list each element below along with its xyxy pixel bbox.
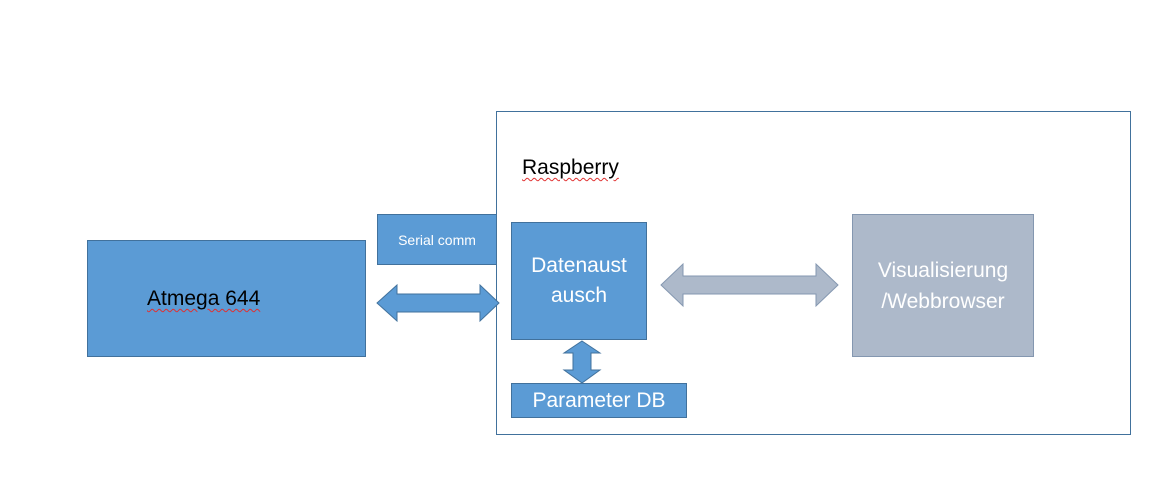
visualisierung-label-line1: Visualisierung: [877, 258, 1009, 282]
datenaustausch-label-line2: ausch: [550, 284, 608, 307]
raspberry-label: Raspberry: [522, 155, 619, 181]
atmega-box: [87, 240, 366, 357]
datenaustausch-label-line1: Datenaust: [531, 254, 627, 277]
serial-comm-label: Serial comm: [398, 231, 476, 248]
visualisierung-label-line2: /Webbrowser: [881, 289, 1005, 313]
datenaustausch-parameter-arrow: [562, 340, 602, 384]
datenaustausch-visualisierung-arrow: [660, 262, 839, 308]
raspberry-label-text: Raspberry: [522, 156, 619, 179]
datenaustausch-box: Datenaust ausch: [511, 222, 647, 340]
parameter-db-box: Parameter DB: [511, 383, 687, 418]
visualisierung-box: Visualisierung /Webbrowser: [852, 214, 1034, 357]
atmega-datenaustausch-arrow: [376, 283, 500, 323]
serial-comm-box: Serial comm: [377, 214, 497, 265]
atmega-label: Atmega 644: [147, 286, 260, 312]
atmega-label-word: Atmega 644: [147, 287, 261, 310]
parameter-db-label: Parameter DB: [532, 388, 666, 412]
